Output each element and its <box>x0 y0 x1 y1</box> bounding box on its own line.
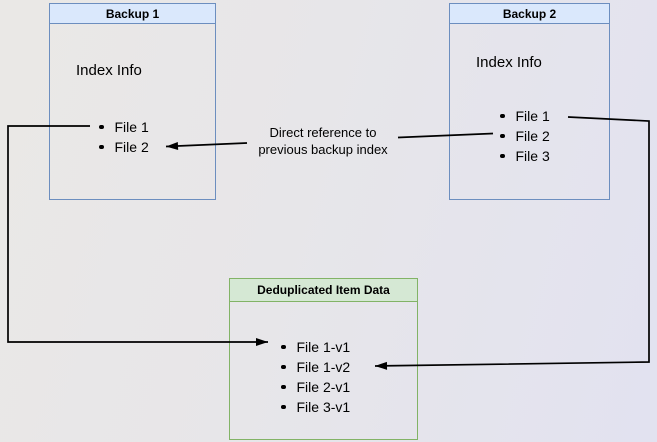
backup2-index-info-label: Index Info <box>476 54 542 71</box>
file-item: File 3 <box>500 146 550 166</box>
backup2-title: Backup 2 <box>450 4 609 24</box>
backup2-file-list: File 1 File 2 File 3 <box>500 106 550 166</box>
file-item: File 2 <box>500 126 550 146</box>
file-item: File 1 <box>500 106 550 126</box>
dedup-title: Deduplicated Item Data <box>230 279 417 302</box>
backup1-title: Backup 1 <box>50 4 215 24</box>
file-item: File 2 <box>99 137 149 157</box>
backup1-index-info-label: Index Info <box>76 62 142 79</box>
annotation-line1: Direct reference to <box>269 125 377 140</box>
file-item: File 2-v1 <box>281 377 351 397</box>
annotation-line2: previous backup index <box>258 142 388 157</box>
backup2-box: Backup 2 Index Info File 1 File 2 File 3 <box>449 3 610 200</box>
file-item: File 1 <box>99 117 149 137</box>
file-item: File 3-v1 <box>281 397 351 417</box>
dedup-file-list: File 1-v1 File 1-v2 File 2-v1 File 3-v1 <box>281 337 351 417</box>
file-item: File 1-v2 <box>281 357 351 377</box>
direct-reference-annotation: Direct reference to previous backup inde… <box>242 124 404 158</box>
dedup-box: Deduplicated Item Data File 1-v1 File 1-… <box>229 278 418 440</box>
backup1-file-list: File 1 File 2 <box>99 117 149 157</box>
file-item: File 1-v1 <box>281 337 351 357</box>
backup1-box: Backup 1 Index Info File 1 File 2 <box>49 3 216 200</box>
